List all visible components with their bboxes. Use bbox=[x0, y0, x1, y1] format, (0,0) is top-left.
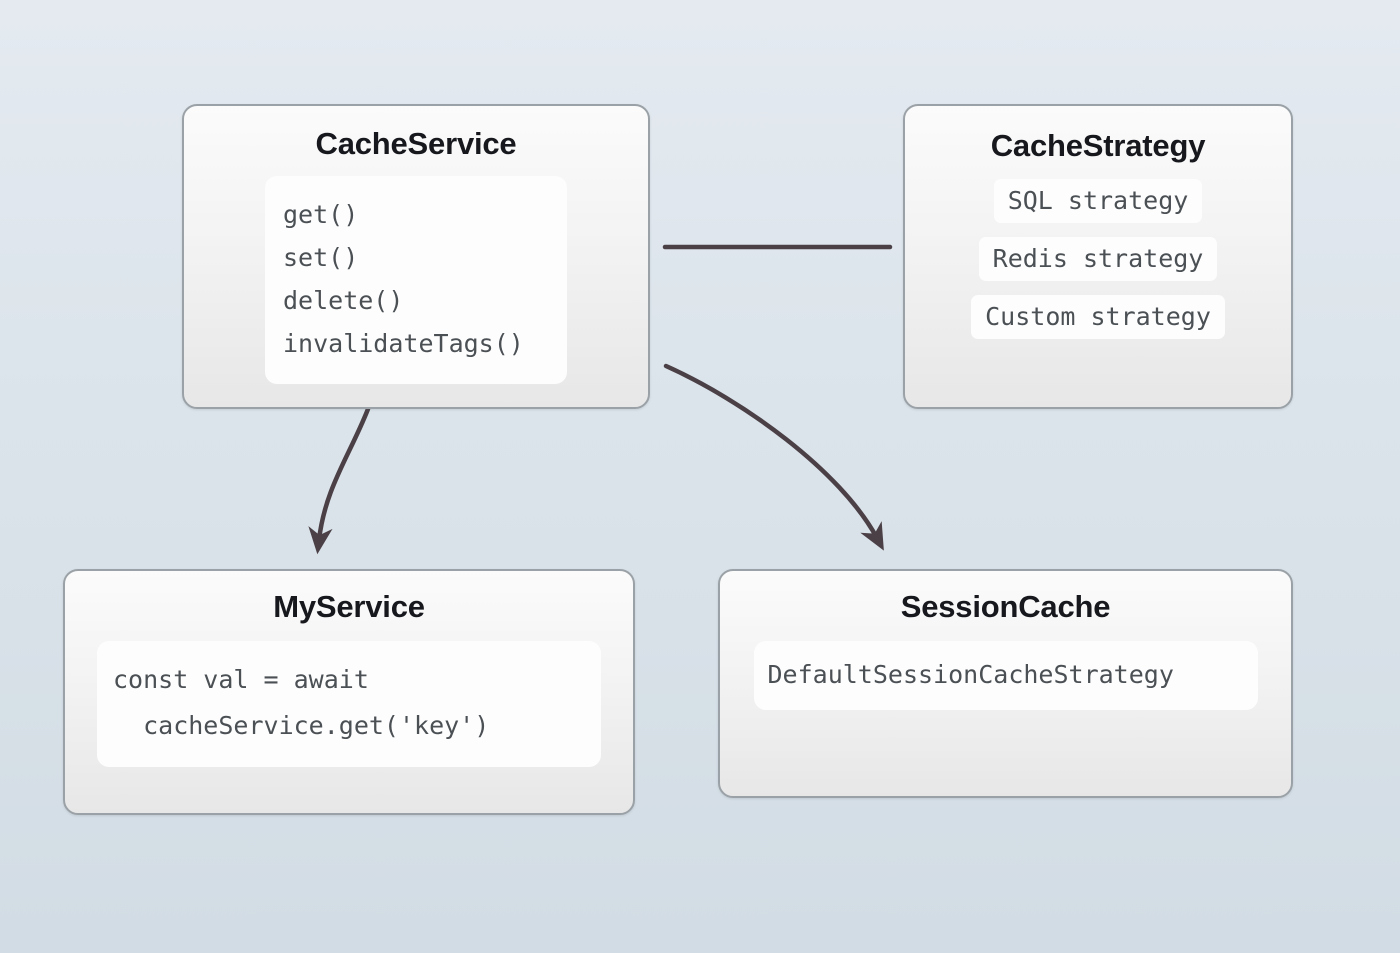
node-session-cache-title: SessionCache bbox=[900, 589, 1111, 624]
code-line-2: cacheService.get('key') bbox=[113, 711, 490, 740]
cache-service-method-list: get() set() delete() invalidateTags() bbox=[265, 176, 567, 384]
code-line-default-session-cache-strategy: DefaultSessionCacheStrategy bbox=[767, 660, 1174, 689]
chip-redis-strategy: Redis strategy bbox=[978, 237, 1218, 281]
node-cache-service[interactable]: CacheService get() set() delete() invali… bbox=[182, 104, 650, 409]
node-my-service-title: MyService bbox=[273, 589, 425, 624]
node-cache-strategy-title: CacheStrategy bbox=[990, 128, 1206, 163]
session-cache-code-block: DefaultSessionCacheStrategy bbox=[753, 641, 1258, 710]
chip-custom-strategy: Custom strategy bbox=[971, 295, 1225, 339]
method-delete: delete() bbox=[283, 286, 404, 315]
node-session-cache[interactable]: SessionCache DefaultSessionCacheStrategy bbox=[718, 569, 1293, 798]
edge-cache-service-to-my-service bbox=[308, 406, 371, 555]
cache-strategy-chip-list: SQL strategy Redis strategy Custom strat… bbox=[971, 179, 1225, 353]
my-service-code-block: const val = await cacheService.get('key'… bbox=[97, 641, 601, 767]
chip-sql-strategy: SQL strategy bbox=[993, 179, 1203, 223]
edge-cache-service-to-session-cache bbox=[663, 363, 884, 551]
method-get: get() bbox=[283, 200, 359, 229]
node-cache-strategy[interactable]: CacheStrategy SQL strategy Redis strateg… bbox=[903, 104, 1293, 409]
code-line-1: const val = await bbox=[113, 665, 369, 694]
method-invalidate-tags: invalidateTags() bbox=[283, 329, 524, 358]
method-set: set() bbox=[283, 243, 359, 272]
node-my-service[interactable]: MyService const val = await cacheService… bbox=[63, 569, 635, 815]
node-cache-service-title: CacheService bbox=[315, 126, 517, 161]
